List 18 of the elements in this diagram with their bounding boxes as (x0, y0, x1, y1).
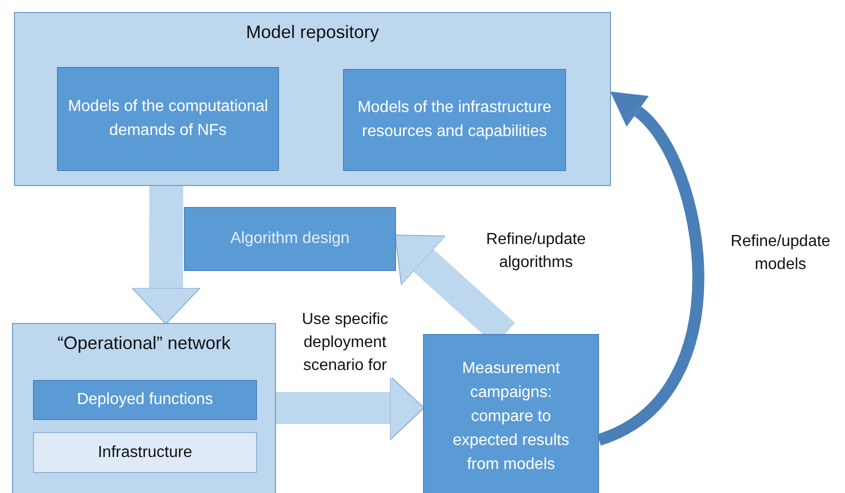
process-box (423, 334, 599, 493)
process-box (57, 67, 279, 171)
box-label: Deployed functions (76, 390, 214, 410)
process-box (184, 207, 396, 271)
container-box (14, 12, 611, 186)
block-arrow (132, 186, 200, 324)
box-label: Models of the computational demands of NFs (66, 97, 270, 141)
process-box (33, 380, 257, 420)
box-label: Measurement campaigns: compare to expected results from models (452, 358, 570, 474)
process-box (343, 69, 566, 171)
box-title: “Operational” network (57, 332, 231, 355)
box-label: Models of the infrastructure resources and capabilities (356, 98, 552, 142)
box-title: Model repository (246, 21, 380, 44)
box-label: Infrastructure (98, 442, 192, 462)
block-arrow (276, 375, 424, 440)
process-box (33, 432, 257, 473)
box-label: Algorithm design (230, 229, 350, 249)
container-box (12, 323, 276, 493)
